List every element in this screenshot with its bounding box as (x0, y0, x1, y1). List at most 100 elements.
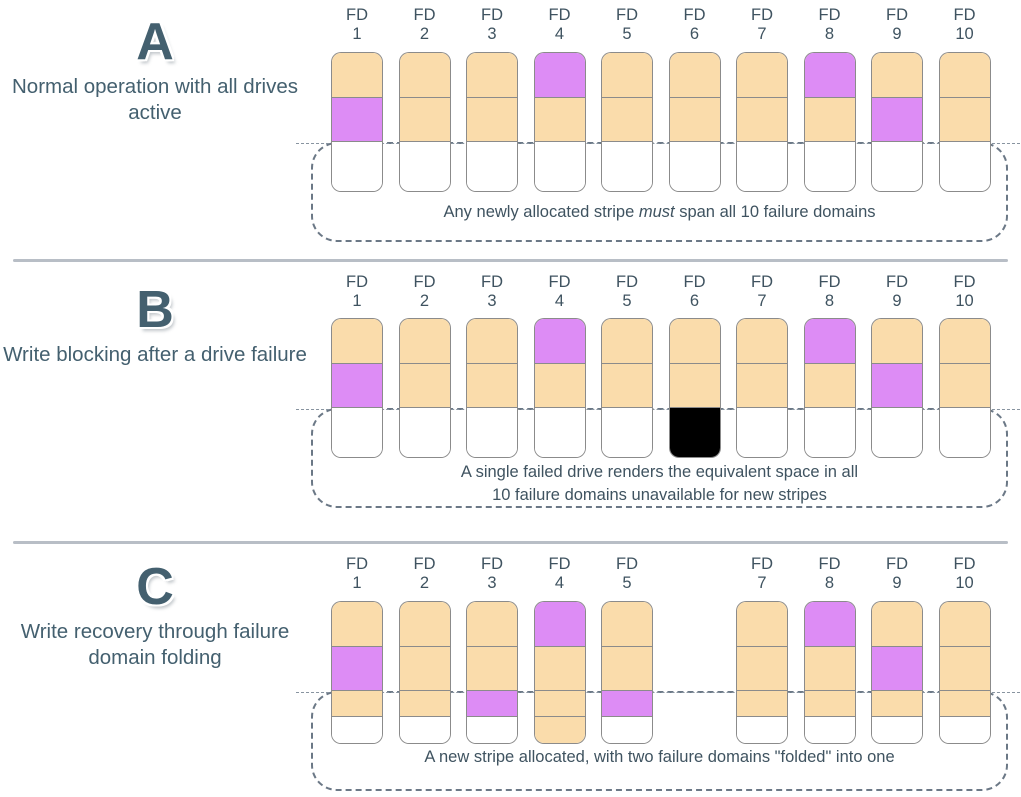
drive-column-fd-2[interactable]: FD 2 (399, 6, 450, 191)
drive-cell-orange[interactable] (467, 318, 517, 364)
drive-cell-purple[interactable] (872, 646, 922, 691)
drive-cell-orange[interactable] (669, 363, 720, 408)
drive-column-fd-2[interactable]: FD 2 (399, 273, 450, 457)
drive-cell-orange[interactable] (669, 52, 720, 98)
drive-cell-white[interactable] (332, 141, 382, 191)
drive-column-fd-2[interactable]: FD 2 (399, 555, 450, 743)
drive-cell-orange[interactable] (737, 690, 787, 717)
drive-cell-white[interactable] (669, 141, 720, 191)
drive-cell-white[interactable] (737, 716, 787, 743)
drive-cell-orange[interactable] (467, 52, 517, 98)
drive-cell-purple[interactable] (534, 601, 585, 647)
drive-cell-orange[interactable] (872, 601, 922, 647)
drive-column-fd-9[interactable]: FD 9 (872, 273, 922, 457)
drive-cell-orange[interactable] (939, 601, 990, 647)
drive-column-fd-6[interactable]: FD 6 (669, 273, 720, 457)
drive-cell-white[interactable] (939, 141, 990, 191)
drive-cell-orange[interactable] (872, 52, 922, 98)
drive-cell-white[interactable] (939, 407, 990, 457)
drive-column-fd-7[interactable]: FD 7 (737, 273, 787, 457)
drive-cell-orange[interactable] (399, 690, 450, 717)
drive-cell-white[interactable] (399, 407, 450, 457)
drive-cell-orange[interactable] (534, 363, 585, 408)
drive-cell-white[interactable] (534, 407, 585, 457)
drive-cell-orange[interactable] (332, 318, 382, 364)
drive-column-fd-6[interactable]: FD 6 (669, 6, 720, 191)
drive-cell-orange[interactable] (737, 318, 787, 364)
drive-cell-white[interactable] (467, 407, 517, 457)
drive-cell-purple[interactable] (467, 690, 517, 717)
drive-column-fd-1[interactable]: FD 1 (332, 6, 382, 191)
drive-cell-white[interactable] (332, 716, 382, 743)
drive-cell-purple[interactable] (872, 363, 922, 408)
drive-column-fd-5[interactable]: FD 5 (602, 6, 652, 191)
drive-cell-orange[interactable] (602, 363, 652, 408)
drive-cell-white[interactable] (804, 141, 855, 191)
drive-cell-purple[interactable] (804, 601, 855, 647)
drive-column-fd-4[interactable]: FD 4 (534, 555, 585, 743)
drive-cell-white[interactable] (467, 141, 517, 191)
drive-column-fd-7[interactable]: FD 7 (737, 6, 787, 191)
drive-cell-orange[interactable] (872, 690, 922, 717)
drive-cell-white[interactable] (602, 407, 652, 457)
drive-cell-orange[interactable] (737, 646, 787, 691)
drive-cell-white[interactable] (737, 141, 787, 191)
drive-cell-orange[interactable] (939, 318, 990, 364)
drive-column-fd-9[interactable]: FD 9 (872, 6, 922, 191)
drive-cell-orange[interactable] (534, 690, 585, 717)
drive-cell-orange[interactable] (804, 646, 855, 691)
drive-cell-orange[interactable] (939, 363, 990, 408)
drive-cell-orange[interactable] (939, 97, 990, 142)
drive-cell-orange[interactable] (602, 97, 652, 142)
drive-column-fd-7[interactable]: FD 7 (737, 555, 787, 743)
drive-column-fd-3[interactable]: FD 3 (467, 6, 517, 191)
drive-cell-white[interactable] (602, 141, 652, 191)
drive-column-fd-10[interactable]: FD 10 (939, 555, 990, 743)
drive-cell-orange[interactable] (804, 97, 855, 142)
drive-cell-orange[interactable] (332, 52, 382, 98)
drive-cell-orange[interactable] (737, 601, 787, 647)
drive-cell-white[interactable] (872, 141, 922, 191)
drive-cell-orange[interactable] (399, 97, 450, 142)
drive-cell-white[interactable] (399, 716, 450, 743)
drive-cell-orange[interactable] (467, 601, 517, 647)
drive-cell-orange[interactable] (467, 363, 517, 408)
drive-cell-purple[interactable] (804, 318, 855, 364)
drive-cell-white[interactable] (467, 716, 517, 743)
drive-cell-white[interactable] (872, 716, 922, 743)
drive-cell-purple[interactable] (804, 52, 855, 98)
drive-cell-white[interactable] (804, 407, 855, 457)
drive-cell-orange[interactable] (534, 646, 585, 691)
drive-cell-orange[interactable] (332, 601, 382, 647)
drive-cell-orange[interactable] (467, 646, 517, 691)
drive-cell-orange[interactable] (399, 601, 450, 647)
drive-column-fd-9[interactable]: FD 9 (872, 555, 922, 743)
drive-cell-orange[interactable] (602, 52, 652, 98)
drive-cell-white[interactable] (804, 716, 855, 743)
drive-column-fd-8[interactable]: FD 8 (804, 273, 855, 457)
drive-column-fd-3[interactable]: FD 3 (467, 273, 517, 457)
drive-cell-orange[interactable] (467, 97, 517, 142)
drive-column-fd-4[interactable]: FD 4 (534, 273, 585, 457)
drive-cell-orange[interactable] (737, 363, 787, 408)
drive-cell-orange[interactable] (669, 97, 720, 142)
drive-cell-white[interactable] (737, 407, 787, 457)
drive-cell-purple[interactable] (872, 97, 922, 142)
drive-cell-orange[interactable] (399, 646, 450, 691)
drive-cell-orange[interactable] (737, 52, 787, 98)
drive-cell-white[interactable] (939, 716, 990, 743)
drive-column-fd-8[interactable]: FD 8 (804, 555, 855, 743)
drive-cell-orange[interactable] (804, 363, 855, 408)
drive-cell-orange[interactable] (669, 318, 720, 364)
drive-cell-white[interactable] (602, 716, 652, 743)
drive-cell-orange[interactable] (804, 690, 855, 717)
drive-column-fd-10[interactable]: FD 10 (939, 273, 990, 457)
drive-cell-orange[interactable] (737, 97, 787, 142)
drive-cell-white[interactable] (534, 141, 585, 191)
drive-column-fd-5[interactable]: FD 5 (602, 273, 652, 457)
drive-cell-orange[interactable] (602, 646, 652, 691)
drive-column-fd-10[interactable]: FD 10 (939, 6, 990, 191)
drive-column-fd-1[interactable]: FD 1 (332, 273, 382, 457)
drive-cell-orange[interactable] (399, 52, 450, 98)
drive-column-fd-8[interactable]: FD 8 (804, 6, 855, 191)
